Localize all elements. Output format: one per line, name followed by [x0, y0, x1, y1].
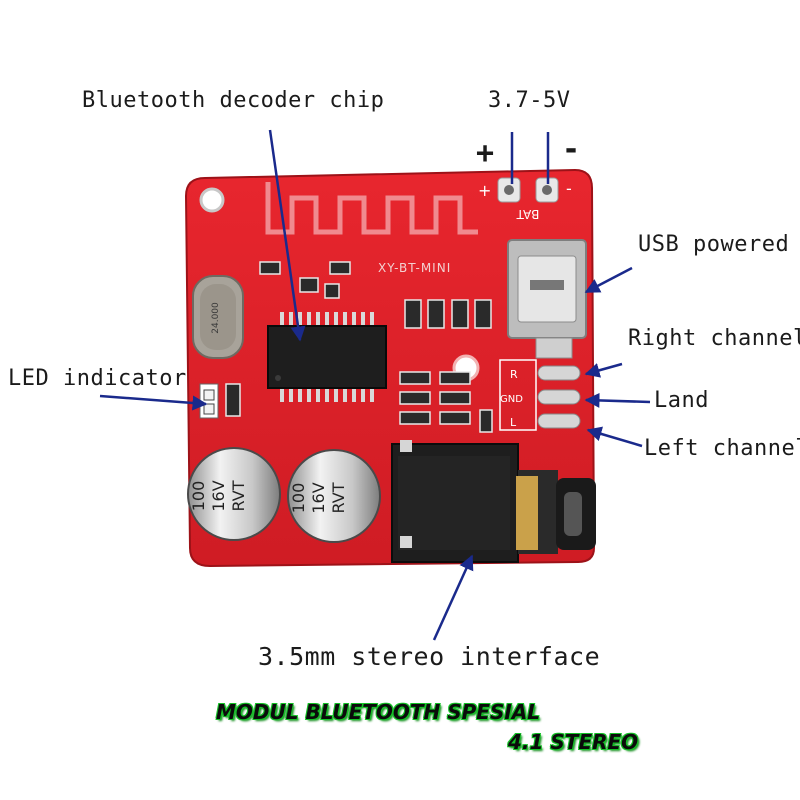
bat-minus-mark: - [566, 179, 572, 198]
pad-gnd-label: GND [500, 394, 523, 405]
banner-line-2: 4.1 STEREO [508, 730, 639, 754]
battery-pads: + - BAT [478, 177, 572, 221]
cap1-text-3: RVT [229, 480, 248, 511]
crystal-label: 24.000 [211, 302, 221, 334]
label-led-indicator: LED indicator [8, 366, 187, 391]
bat-plus-mark: + [478, 181, 491, 200]
pad-r-label: R [510, 368, 518, 381]
arrow-led [99, 394, 208, 411]
label-stereo-interface: 3.5mm stereo interface [258, 642, 601, 671]
led [199, 383, 219, 419]
bluetooth-chip [267, 312, 387, 402]
arrow-bt-chip [268, 129, 306, 342]
bat-label: BAT [516, 207, 540, 221]
arrow-usb [584, 266, 633, 294]
pad-l-label: L [510, 416, 517, 429]
callout-arrows [99, 129, 651, 641]
label-bluetooth-decoder-chip: Bluetooth decoder chip [82, 88, 385, 113]
label-land: Land [654, 388, 709, 413]
label-voltage: 3.7-5V [488, 88, 571, 113]
banner-line-1: MODUL BLUETOOTH SPESIAL [216, 700, 541, 724]
label-minus: - [562, 132, 581, 167]
arrow-right [584, 362, 623, 378]
smd-components [225, 261, 493, 433]
audio-jack [391, 440, 596, 563]
label-left-channel: Left channel [644, 436, 800, 461]
capacitor-1: 100 16V RVT [187, 447, 281, 541]
cap1-text-2: 16V [209, 480, 228, 511]
crystal-oscillator: 24.000 [192, 275, 244, 359]
antenna-trace [265, 182, 478, 235]
mounting-hole [199, 187, 225, 213]
cap2-text-3: RVT [329, 482, 348, 513]
board-model-label: XY-BT-MINI [378, 261, 451, 275]
pcb-board: 24.000 XY-BT-MINI + [184, 168, 596, 568]
cap1-text-1: 100 [189, 481, 208, 512]
capacitor-2: 100 16V RVT [287, 449, 381, 543]
usb-port [507, 239, 587, 359]
arrow-land [584, 392, 651, 408]
label-right-channel: Right channel [628, 326, 800, 351]
arrow-left [586, 426, 643, 448]
cap2-text-1: 100 [289, 483, 308, 514]
arrow-jack [432, 554, 474, 641]
label-plus: + [476, 136, 495, 171]
audio-output-pads: R GND L [499, 359, 581, 431]
label-usb-powered: USB powered [638, 232, 790, 257]
cap2-text-2: 16V [309, 482, 328, 513]
